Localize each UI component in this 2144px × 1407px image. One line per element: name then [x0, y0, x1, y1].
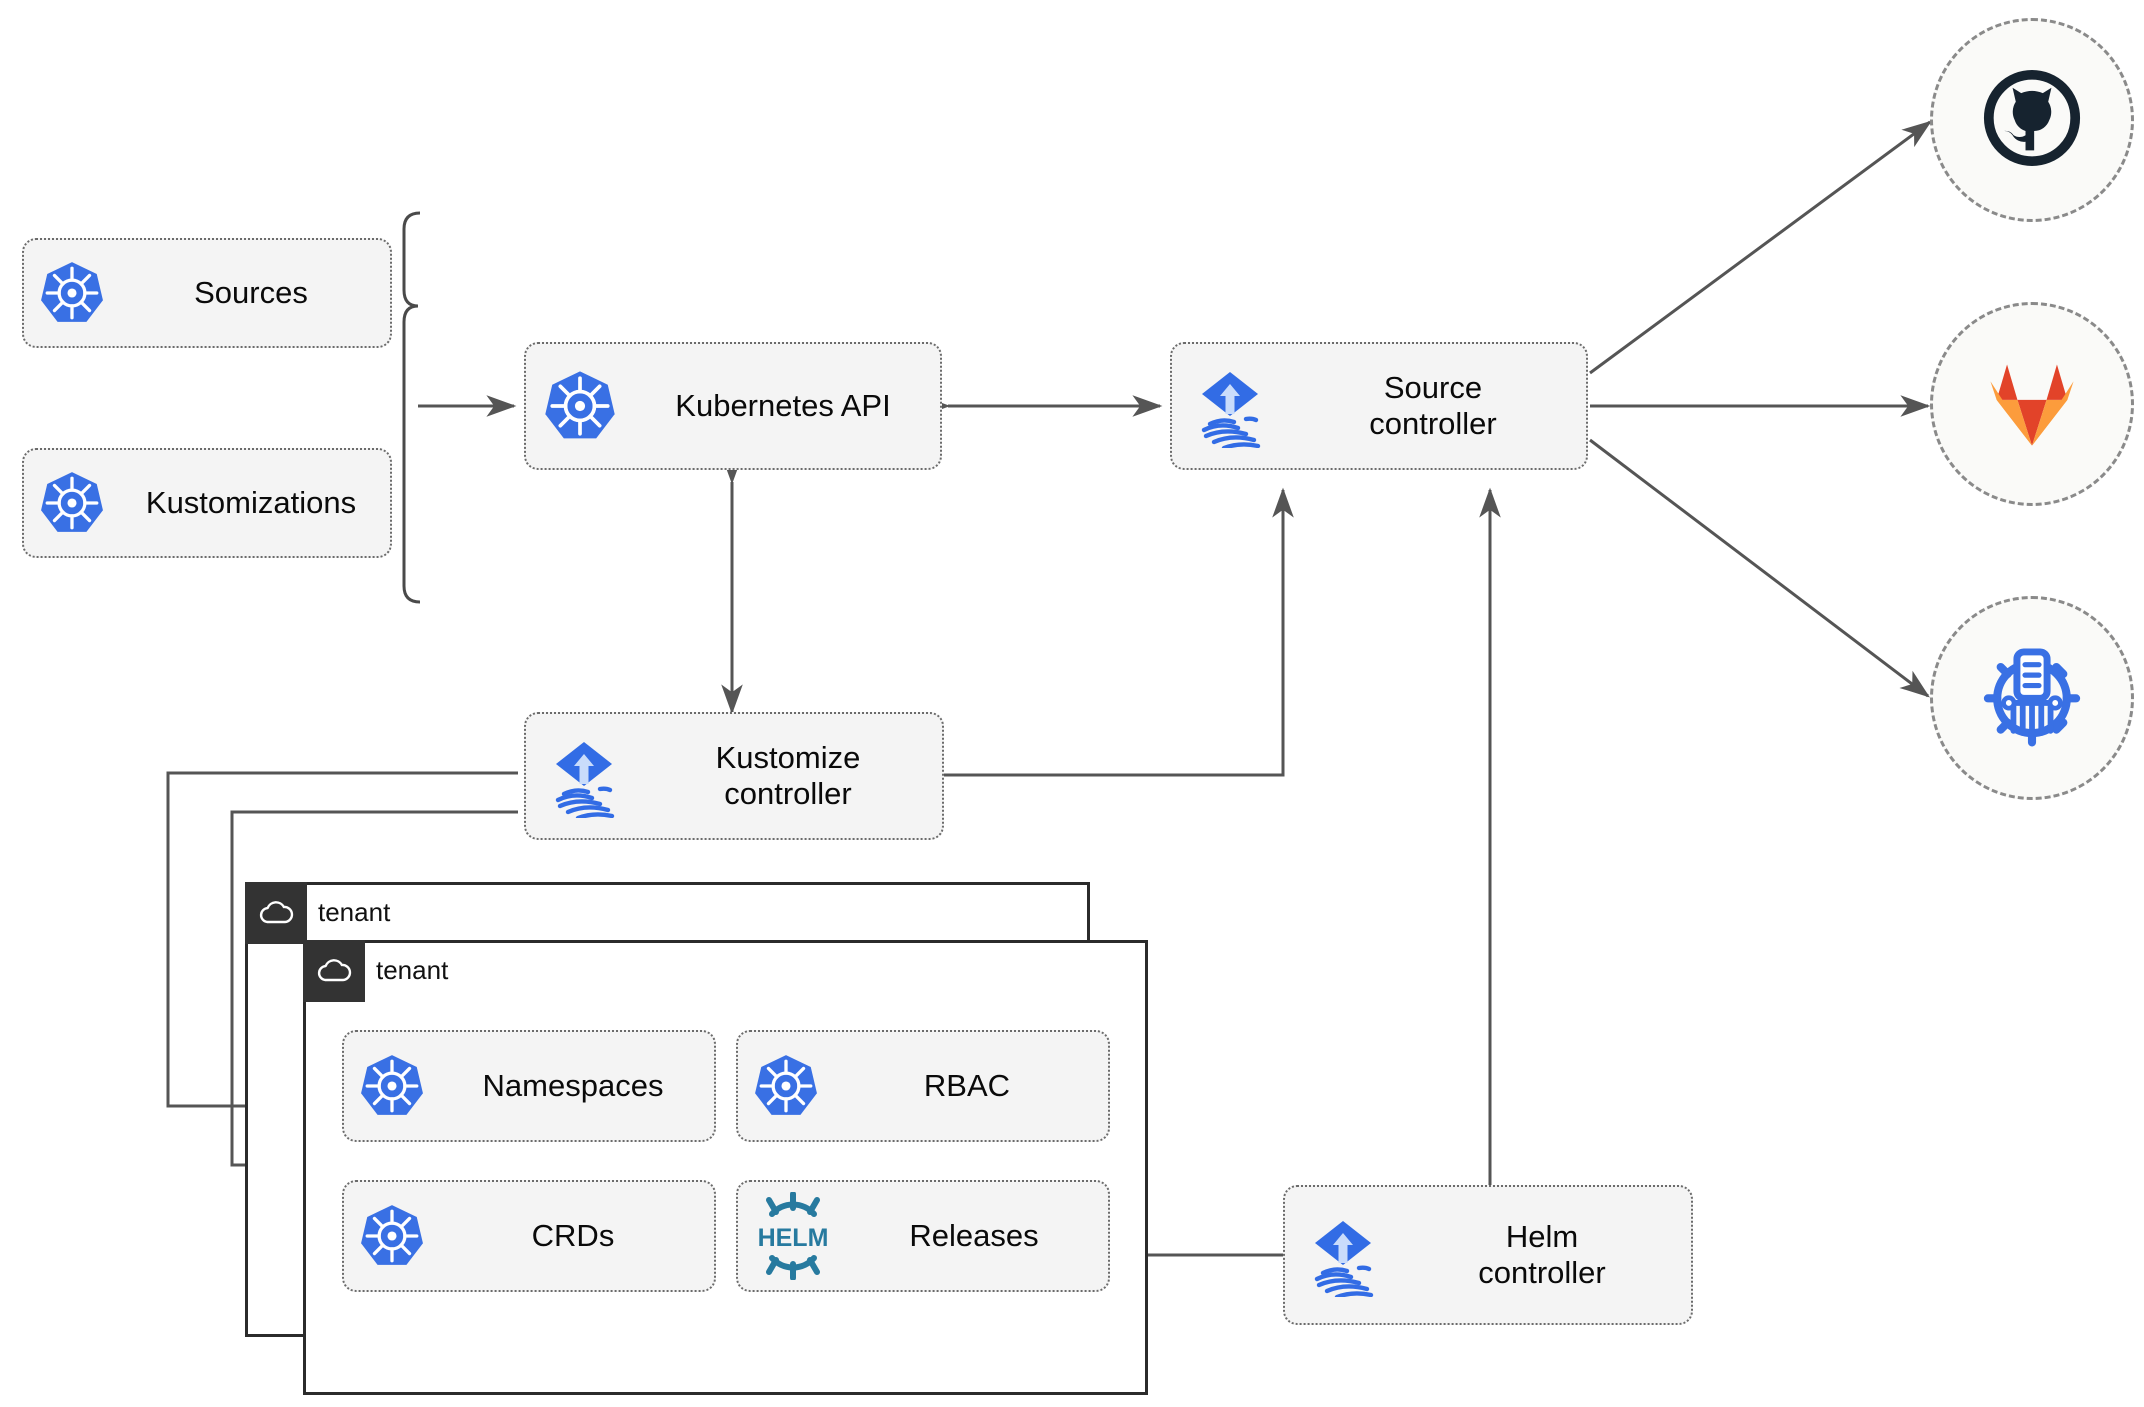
- kubernetes-icon: [344, 1203, 440, 1269]
- tenant-resource-label: CRDs: [531, 1218, 615, 1254]
- cloud-icon: [303, 940, 365, 1002]
- resource-card-sources[interactable]: Sources: [22, 238, 392, 348]
- helm-repository-icon: [1974, 638, 2090, 759]
- edge-source-to-helm-repository: [1589, 438, 1930, 698]
- flux-icon: [1285, 1213, 1401, 1297]
- helm-wordmark: HELM: [758, 1224, 829, 1252]
- node-kustomize-controller[interactable]: Kustomize controller: [524, 712, 944, 840]
- node-kubernetes-api[interactable]: Kubernetes API: [524, 342, 942, 470]
- node-label: Source controller: [1369, 370, 1497, 441]
- kubernetes-icon: [24, 260, 120, 326]
- edge-kustomize-to-source: [944, 487, 1294, 777]
- tenant-resource-crds[interactable]: CRDs: [342, 1180, 716, 1292]
- tenant-container-inner[interactable]: tenant: [303, 940, 1148, 1395]
- flux-icon: [526, 734, 642, 818]
- tenant-resource-rbac[interactable]: RBAC: [736, 1030, 1110, 1142]
- helm-icon: HELM: [738, 1192, 848, 1280]
- tenant-label: tenant: [376, 955, 449, 985]
- provider-github[interactable]: [1930, 18, 2134, 222]
- node-source-controller[interactable]: Source controller: [1170, 342, 1588, 470]
- tenant-resource-label: RBAC: [923, 1068, 1011, 1104]
- edge-source-to-github: [1589, 120, 1932, 375]
- github-icon: [1978, 64, 2086, 177]
- resource-label: Kustomizations: [145, 485, 357, 521]
- edge-sources-bracket: [402, 211, 421, 604]
- kubernetes-icon: [344, 1053, 440, 1119]
- tenant-resource-label: Namespaces: [482, 1068, 664, 1104]
- kubernetes-icon: [24, 470, 120, 536]
- flux-icon: [1172, 364, 1288, 448]
- kubernetes-icon: [738, 1053, 834, 1119]
- tenant-label: tenant: [318, 897, 391, 927]
- gitlab-icon: [1980, 352, 2084, 457]
- node-label: Kubernetes API: [675, 388, 891, 424]
- node-helm-controller[interactable]: Helm controller: [1283, 1185, 1693, 1325]
- tenant-resource-namespaces[interactable]: Namespaces: [342, 1030, 716, 1142]
- node-label: Kustomize controller: [715, 740, 861, 811]
- cloud-icon: [245, 882, 307, 944]
- tenant-resource-releases[interactable]: HELM Releases: [736, 1180, 1110, 1292]
- resource-label: Sources: [194, 275, 308, 311]
- kubernetes-icon: [526, 369, 634, 443]
- tenant-resource-label: Releases: [909, 1218, 1039, 1254]
- provider-gitlab[interactable]: [1930, 302, 2134, 506]
- resource-card-kustomizations[interactable]: Kustomizations: [22, 448, 392, 558]
- provider-helm-repository[interactable]: [1930, 596, 2134, 800]
- node-label: Helm controller: [1478, 1219, 1606, 1290]
